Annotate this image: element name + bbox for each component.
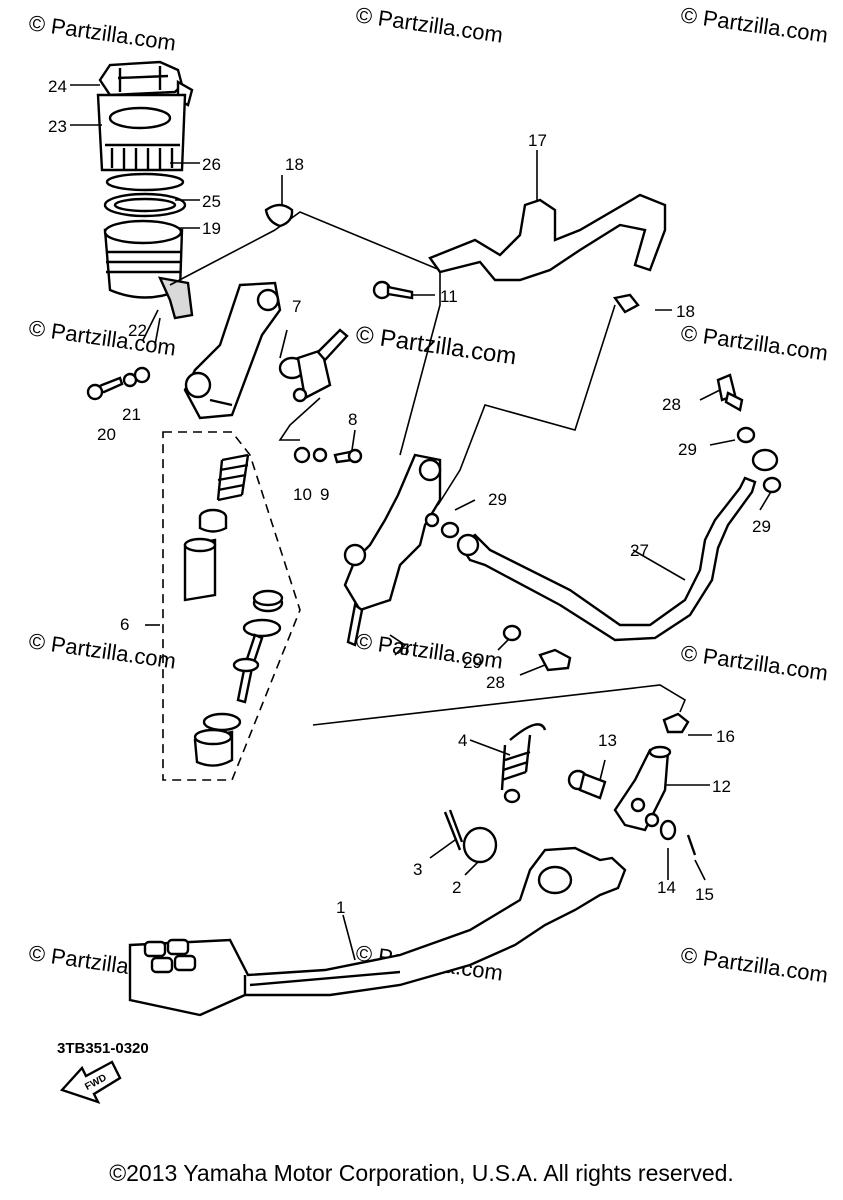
callout-24: 24 <box>48 77 67 96</box>
washer-2 <box>462 826 498 864</box>
cotter-pin-3 <box>443 809 464 851</box>
callout-26: 26 <box>202 155 221 174</box>
callout-27: 27 <box>630 541 649 560</box>
watermark: © Partzilla.com <box>27 315 177 360</box>
hose-joint <box>292 328 349 403</box>
pin-13 <box>567 769 607 800</box>
washer-14 <box>659 819 677 841</box>
callout-25: 25 <box>202 192 221 211</box>
callout-20: 20 <box>97 425 116 444</box>
callout-3: 3 <box>413 860 422 879</box>
callout-28b: 28 <box>486 673 505 692</box>
nut-16 <box>662 712 690 734</box>
cotter-pin-15 <box>686 834 697 856</box>
washer-29-mid <box>440 521 460 539</box>
callout-9: 9 <box>320 485 329 504</box>
callout-15: 15 <box>695 885 714 904</box>
master-cylinder-5 <box>343 453 442 647</box>
bolt-20 <box>86 376 124 401</box>
copyright-notice: ©2013 Yamaha Motor Corporation, U.S.A. A… <box>109 1160 734 1186</box>
washer-22 <box>133 366 151 384</box>
callout-2: 2 <box>452 878 461 897</box>
callout-7: 7 <box>292 297 301 316</box>
watermark: © Partzilla.com <box>354 2 504 47</box>
watermark: © Partzilla.com <box>27 10 177 55</box>
washer-29-lower <box>502 624 522 642</box>
callout-1: 1 <box>336 898 345 917</box>
callout-22: 22 <box>128 321 147 340</box>
reservoir-body-19 <box>103 219 194 320</box>
brake-hose-27 <box>456 448 779 642</box>
callout-29d: 29 <box>463 653 482 672</box>
callout-labels: 24 23 26 25 19 18 17 11 18 7 22 21 20 8 … <box>48 77 771 917</box>
kit-boundary-6 <box>162 431 301 781</box>
callout-18b: 18 <box>676 302 695 321</box>
circlip-6 <box>202 712 242 732</box>
cup-2-6 <box>252 589 284 613</box>
callout-4: 4 <box>458 731 467 750</box>
callout-5: 5 <box>400 640 409 659</box>
reservoir-hose-17 <box>428 193 667 282</box>
watermark: © Partzilla.com <box>679 320 829 365</box>
callout-19: 19 <box>202 219 221 238</box>
callout-6: 6 <box>120 615 129 634</box>
washer-9 <box>312 447 328 463</box>
clamp-18-upper <box>264 203 294 228</box>
callout-16: 16 <box>716 727 735 746</box>
fwd-arrow-icon: FWD <box>59 1060 122 1105</box>
callout-12: 12 <box>712 777 731 796</box>
spring-6 <box>216 453 250 502</box>
cup-6 <box>198 508 228 533</box>
center-watermark: © Partzilla.com <box>354 321 518 370</box>
callout-29b: 29 <box>752 517 771 536</box>
clamp-18-right <box>612 293 640 314</box>
watermark: © Partzilla.com <box>27 628 177 673</box>
callout-10: 10 <box>293 485 312 504</box>
callout-18: 18 <box>285 155 304 174</box>
callout-8: 8 <box>348 410 357 429</box>
washer-29-upper <box>736 426 756 444</box>
reservoir-nut-23 <box>96 93 187 172</box>
callout-11: 11 <box>440 287 458 306</box>
callout-28: 28 <box>662 395 681 414</box>
washer-10 <box>293 446 311 464</box>
clevis-12 <box>613 745 672 832</box>
union-bolt-28-lower <box>538 648 572 672</box>
spring-4 <box>500 723 547 804</box>
callout-23: 23 <box>48 117 67 136</box>
bolt-11 <box>372 280 414 300</box>
master-cylinder-upper <box>183 281 282 420</box>
callout-29a: 29 <box>678 440 697 459</box>
bolt-8 <box>333 448 363 464</box>
plate-26 <box>105 172 185 192</box>
boot-6 <box>193 728 234 767</box>
brake-pedal-1 <box>128 846 627 1017</box>
callout-21: 21 <box>122 405 141 424</box>
washer-29-right <box>762 476 782 494</box>
piston-6 <box>183 537 217 602</box>
callout-14: 14 <box>657 878 676 897</box>
diagram-code: 3TB351-0320 <box>57 1040 149 1057</box>
watermark: © Partzilla.com <box>679 2 829 47</box>
callout-17: 17 <box>528 131 547 150</box>
watermark: © Partzilla.com <box>679 640 829 685</box>
callout-29c: 29 <box>488 490 507 509</box>
watermark: © Partzilla.com <box>354 628 504 673</box>
push-rod-6 <box>232 618 282 704</box>
callout-13: 13 <box>598 731 617 750</box>
union-bolt-28-upper <box>716 373 744 412</box>
watermark: © Partzilla.com <box>679 942 829 987</box>
diaphragm-25 <box>103 192 187 218</box>
